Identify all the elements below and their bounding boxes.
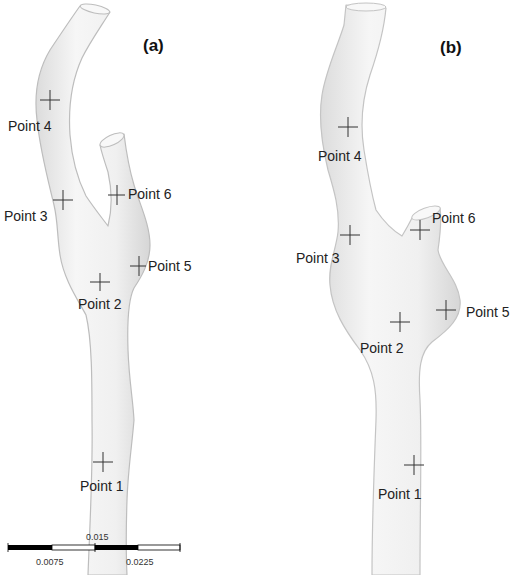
point-label: Point 4 (8, 118, 52, 134)
point-label: Point 1 (80, 478, 124, 494)
panel-label: (a) (143, 36, 164, 55)
point-label: Point 2 (360, 340, 404, 356)
point-label: Point 3 (296, 250, 340, 266)
point-label: Point 4 (318, 148, 362, 164)
scale-value: 0.015 (86, 532, 109, 542)
point-label: Point 3 (4, 208, 48, 224)
vessel-b (320, 5, 460, 575)
point-label: Point 1 (378, 486, 422, 502)
scale-bar (8, 543, 180, 552)
scale-value: 0.0075 (36, 557, 64, 567)
point-label: Point 5 (466, 304, 510, 320)
vessel-a (36, 6, 150, 575)
point-marker (40, 90, 456, 475)
panel-label: (b) (440, 38, 462, 57)
point-label: Point 2 (78, 296, 122, 312)
point-label: Point 6 (432, 210, 476, 226)
point-label: Point 5 (148, 258, 192, 274)
scale-value: 0.0225 (126, 557, 154, 567)
point-label: Point 6 (128, 186, 172, 202)
